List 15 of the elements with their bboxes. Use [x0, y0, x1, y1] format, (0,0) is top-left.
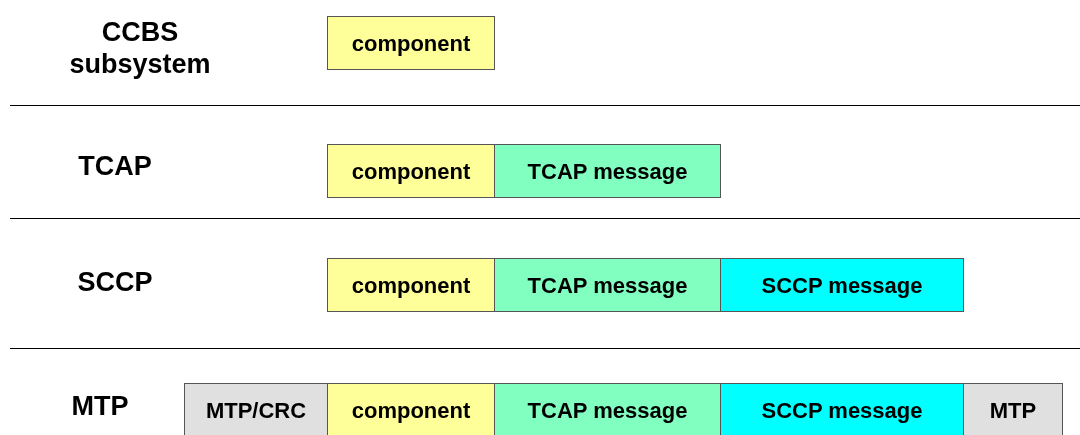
- message-field-box: TCAP message: [494, 258, 721, 312]
- message-field-box: component: [327, 258, 495, 312]
- message-field-box: component: [327, 16, 495, 70]
- message-field-box: SCCP message: [720, 258, 964, 312]
- message-field-box: component: [327, 144, 495, 198]
- message-field-box: SCCP message: [720, 383, 964, 435]
- layer-label: TCAP: [77, 150, 153, 182]
- layer-label: SCCP: [76, 266, 154, 298]
- message-field-box: TCAP message: [494, 144, 721, 198]
- message-field-box: MTP/CRC: [184, 383, 328, 435]
- message-field-box: component: [327, 383, 495, 435]
- message-field-box: MTP: [963, 383, 1063, 435]
- layer-label: CCBS subsystem: [68, 16, 212, 80]
- layer-label: MTP: [70, 390, 130, 422]
- message-field-box: TCAP message: [494, 383, 721, 435]
